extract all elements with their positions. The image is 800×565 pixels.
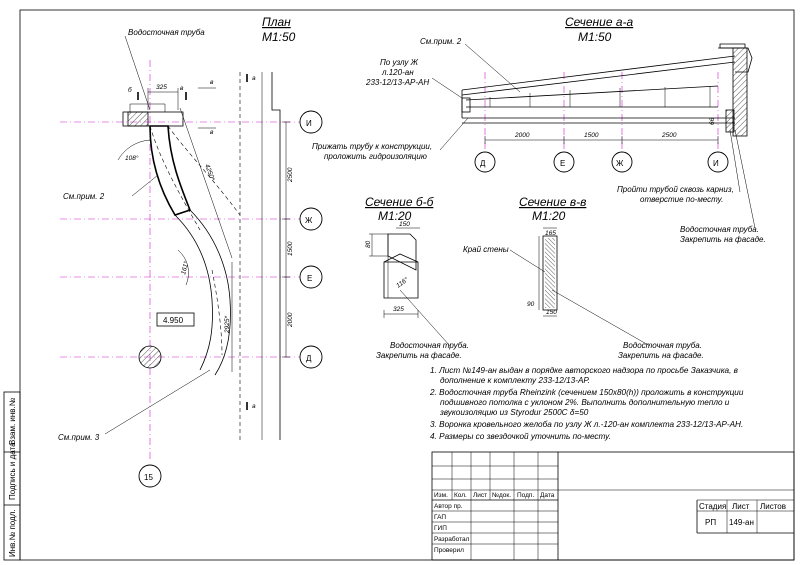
plan-title: План bbox=[262, 15, 291, 29]
tb-row-gap: ГАП bbox=[434, 514, 446, 521]
section-bb-pipe1: Водосточная труба. bbox=[390, 341, 469, 350]
section-vv-dim-90: 90 bbox=[527, 301, 535, 308]
section-vv-wall: Край стены bbox=[463, 245, 509, 254]
section-aa-press2: проложить гидроизоляцию bbox=[324, 152, 427, 161]
tb-stage-label: Стадия bbox=[699, 502, 726, 511]
plan-axis-15: 15 bbox=[144, 473, 153, 482]
tb-sheet-label: Лист bbox=[732, 502, 750, 511]
plan-label-pipe: Водосточная труба bbox=[128, 28, 205, 37]
section-aa-node: По узлу Ж bbox=[380, 58, 419, 67]
section-vv-dim-165: 165 bbox=[545, 230, 556, 237]
plan-dim-2500: 2500 bbox=[287, 167, 294, 183]
plan-dim-4250: 4250* bbox=[203, 163, 216, 182]
plan-label-note3: См.прим. 3 bbox=[58, 433, 100, 442]
section-aa-dim-2000: 2000 bbox=[514, 132, 530, 139]
section-vv-dim-150: 150 bbox=[546, 309, 557, 316]
plan-angle-161: 161° bbox=[179, 260, 190, 275]
tb-stage-value: РП bbox=[705, 518, 716, 527]
note-2-cont2: звукоизоляцию из Styrodur 2500С δ=50 bbox=[439, 408, 589, 417]
note-4: 4. Размеры со звездочкой уточнить по-мес… bbox=[430, 432, 611, 441]
section-aa-axis-Zh: Ж bbox=[616, 159, 624, 168]
plan-dim-2000: 2000 bbox=[287, 312, 294, 328]
tb-col-list: Лист bbox=[473, 492, 487, 499]
svg-text:в: в bbox=[210, 129, 214, 136]
plan-section-b: б bbox=[128, 86, 132, 94]
section-bb-pipe2: Закрепить на фасаде. bbox=[376, 351, 462, 360]
plan-angle-108: 108° bbox=[125, 154, 139, 162]
tb-col-kol: Кол. bbox=[454, 492, 467, 499]
section-aa-scale: М1:50 bbox=[578, 30, 612, 44]
tb-col-date: Дата bbox=[540, 492, 555, 499]
plan-axis-Zh: Ж bbox=[305, 216, 313, 225]
section-bb: Сечение б-б М1:20 80 150 116° 325 Водост… bbox=[365, 195, 469, 360]
section-vv-pipe2: Закрепить на фасаде. bbox=[618, 351, 704, 360]
section-aa-dim-66: 66 bbox=[709, 117, 716, 125]
tb-sheets-label: Листов bbox=[760, 502, 786, 511]
section-vv-title: Сечение в-в bbox=[519, 195, 586, 209]
section-aa-node-ref1: л.120-ан bbox=[381, 68, 414, 77]
right-pipe-line2: Закрепить на фасаде. bbox=[680, 235, 766, 244]
section-aa-dim-2500: 2500 bbox=[661, 132, 677, 139]
plan-axis-E: Е bbox=[307, 274, 312, 283]
section-vv-scale: М1:20 bbox=[532, 209, 566, 223]
right-pipe-line1: Водосточная труба. bbox=[680, 225, 759, 234]
section-aa: Сечение а-а М1:50 bbox=[312, 15, 753, 204]
side-stamp-inventory: Инв.№ подл. bbox=[8, 509, 17, 557]
note-2: 2. Водосточная труба Rheinzink (сечением… bbox=[429, 388, 744, 397]
section-aa-through1: Пройти трубой сквозь карниз, bbox=[617, 185, 734, 194]
section-aa-press1: Прижать трубу к конструкции, bbox=[312, 142, 432, 151]
plan-elevation: 4.950 bbox=[163, 316, 184, 325]
tb-sheet-value: 149-ан bbox=[729, 518, 754, 527]
tb-row-checker: Проверил bbox=[434, 547, 464, 554]
plan-view: План М1:50 108° 161° 4.950 bbox=[58, 15, 323, 488]
section-aa-axis-E: Е bbox=[560, 159, 565, 168]
plan-dim-325: 325 bbox=[156, 84, 167, 91]
plan-axis-D: Д bbox=[306, 354, 312, 363]
section-bb-dim-150: 150 bbox=[399, 221, 410, 228]
side-stamp-replace: Взам. инв.№ bbox=[8, 397, 17, 445]
section-bb-dim-325: 325 bbox=[393, 306, 404, 313]
plan-dim-2925: 2925* bbox=[224, 316, 231, 334]
plan-column-circle bbox=[138, 345, 162, 369]
plan-section-a-top: а bbox=[252, 75, 256, 82]
note-1: 1. Лист №149-ан выдан в порядке авторско… bbox=[430, 366, 739, 375]
title-block: Изм. Кол. Лист №док. Подп. Дата Автор пр… bbox=[431, 451, 795, 561]
section-vv: Сечение в-в М1:20 165 90 150 Край стены … bbox=[463, 195, 704, 360]
section-aa-dim-1500: 1500 bbox=[584, 132, 599, 139]
tb-col-doc: №док. bbox=[492, 492, 511, 499]
section-aa-title: Сечение а-а bbox=[565, 15, 634, 29]
section-bb-dim-80: 80 bbox=[365, 240, 372, 248]
section-aa-axis-I: И bbox=[713, 159, 719, 168]
note-3: 3. Воронка кровельного желоба по узлу Ж … bbox=[430, 420, 743, 429]
plan-scale: М1:50 bbox=[262, 30, 296, 44]
section-bb-title: Сечение б-б bbox=[365, 195, 435, 209]
tb-row-author: Автор пр. bbox=[434, 503, 463, 510]
plan-axis-I: И bbox=[306, 119, 312, 128]
side-stamp-sign-date: Подпись и дата bbox=[8, 442, 17, 500]
section-aa-through2: отверстие по-месту. bbox=[640, 195, 723, 204]
sheet-frame bbox=[19, 9, 795, 561]
plan-dim-1500: 1500 bbox=[287, 241, 294, 256]
svg-text:в: в bbox=[210, 79, 214, 86]
general-notes: 1. Лист №149-ан выдан в порядке авторско… bbox=[429, 366, 744, 441]
note-1-cont: дополнение к комплекту 233-12/13-АР. bbox=[440, 376, 590, 385]
section-aa-node-ref2: 233-12/13-АР-АН bbox=[365, 78, 429, 87]
side-stamp: Взам. инв.№ Подпись и дата Инв.№ подл. bbox=[3, 391, 21, 561]
tb-col-izm: Изм. bbox=[434, 492, 448, 499]
tb-row-developer: Разработал bbox=[434, 535, 470, 543]
note-2-cont: подшивного потолка с уклоном 2%. Выполни… bbox=[440, 398, 730, 407]
svg-text:а: а bbox=[252, 403, 256, 410]
plan-label-note2: См.прим. 2 bbox=[63, 192, 105, 201]
section-vv-pipe1: Водосточная труба. bbox=[623, 341, 702, 350]
tb-col-sign: Подп. bbox=[517, 492, 534, 499]
section-bb-dim-angle: 116° bbox=[395, 275, 411, 289]
section-bb-scale: М1:20 bbox=[378, 209, 412, 223]
section-aa-note2: См.прим. 2 bbox=[420, 37, 462, 46]
section-aa-axis-D: Д bbox=[480, 159, 486, 168]
plan-section-v: в bbox=[180, 85, 184, 92]
tb-row-gip: ГИП bbox=[434, 525, 447, 532]
